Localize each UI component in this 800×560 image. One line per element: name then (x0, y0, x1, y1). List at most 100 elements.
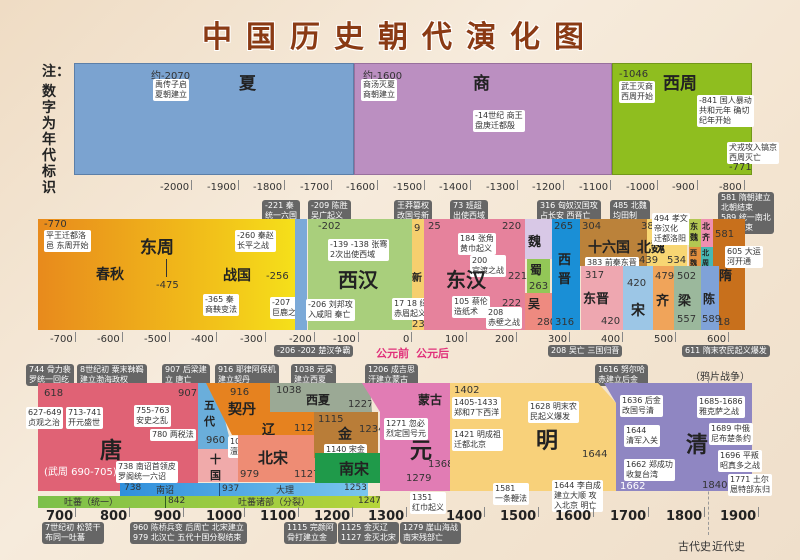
dynasty-song[interactable]: 420 宋 (623, 266, 653, 330)
axis-tick: -1500 (393, 180, 426, 193)
event-label: 1581 一条鞭法 (493, 483, 529, 505)
dynasty-wu[interactable]: 吴 280 (525, 293, 557, 330)
region-name: 大理 (276, 486, 295, 496)
event-label: 1405-1433 郑和7下西洋 (452, 397, 502, 419)
year-label: 约-2070 (151, 71, 191, 82)
dynasty-name: 十六国 (588, 240, 630, 256)
event-label: 1689 中俄 尼布楚条约 (709, 423, 753, 445)
dynasty-xixia[interactable]: 1038 西夏 1227 (270, 383, 372, 412)
dynasty-shu[interactable]: 蜀 263 (527, 259, 550, 293)
year-label: 317 (585, 270, 605, 281)
event-label: -14世纪 商王 盘庚迁都殷 (473, 110, 525, 132)
year-label: 502 (677, 271, 697, 282)
event-label: 494 孝文 帝汉化 迁都洛阳 (652, 213, 690, 245)
year-label: 534 (667, 255, 687, 266)
axis-tick: 1300 (368, 507, 408, 524)
dynasty-name: 吴 (528, 297, 541, 311)
dynasty-beizhou[interactable]: 北周 (701, 247, 713, 267)
dynasty-name: 契丹 (228, 402, 256, 418)
event-label: 1636 后金 改国号清 (620, 395, 663, 417)
dynasty-name: 北齐 (702, 221, 710, 242)
year-label: 1247 (358, 496, 381, 506)
dynasty-dongzhou[interactable]: -770 平王迁都洛 邑 东周开始 东周 春秋 战国 -475 -260 秦赵 … (38, 219, 306, 330)
event-tag: 8世纪初 粟末靺鞨 建立渤海政权 (77, 364, 147, 386)
dynasty-beisong[interactable]: 北宋 979 1127 (238, 435, 319, 482)
year-label: 304 (582, 221, 602, 232)
year-label: 1115 (318, 414, 344, 425)
dynasty-name: 五代 (204, 399, 215, 428)
axis-tick: 1000 (206, 507, 246, 524)
dynasty-dongjin[interactable]: 317 东晋 420 (581, 266, 623, 330)
dynasty-ming[interactable]: 1402 1405-1433 郑和7下西洋 1421 明成祖 迁都北京 1628… (450, 383, 616, 491)
event-label: 1644 清军入关 (624, 425, 660, 447)
year-label: -771 (729, 162, 752, 173)
year-label: 557 (677, 314, 697, 325)
dynasty-qi[interactable]: 479 齐 (653, 266, 674, 330)
axis-tick: 1400 (446, 507, 486, 524)
event-label: (武周 690-705) (44, 467, 117, 478)
year-label: 738 (124, 483, 142, 493)
axis-tick: 800 (100, 507, 131, 524)
axis-tick: 300 (548, 332, 571, 345)
event-tag: 916 耶律阿保机 建立契丹 (215, 364, 279, 386)
year-label: 960 (206, 435, 226, 446)
axis-tick: -800 (719, 180, 745, 193)
event-label: -139 -138 张骞 2次出使西域 (328, 239, 390, 261)
axis-tick: -500 (144, 332, 170, 345)
note-text: 数字为年代标识 (42, 84, 56, 196)
dynasty-liang[interactable]: 502 梁 557 (674, 266, 701, 330)
axis-tick: -600 (97, 332, 123, 345)
axis-tick: -300 (240, 332, 266, 345)
dynasty-name: 西魏 (690, 248, 697, 267)
axis-tick: -1700 (300, 180, 333, 193)
axis-tick: -700 (50, 332, 76, 345)
event-tag: -206 -202 楚汉争霸 (274, 345, 354, 357)
axis-tick: -400 (191, 332, 217, 345)
period-name: 战国 (223, 268, 251, 284)
axis-tick: -200 (289, 332, 315, 345)
event-label: 105 蔡伦 造纸术 (452, 296, 490, 318)
axis-tick: -1800 (253, 180, 286, 193)
dynasty-shang[interactable]: 商 约-1600 商汤灭夏 商朝建立 -14世纪 商王 盘庚迁都殷 (354, 63, 612, 175)
dynasty-name: 陈 (703, 292, 716, 306)
year-label: -770 (44, 219, 67, 230)
dynasty-dongwei[interactable]: 东魏 (689, 219, 701, 247)
dynasty-xia[interactable]: 夏 约-2070 禹传子启 夏朝建立 (74, 63, 354, 175)
event-tag: 611 隋末农民起义爆发 (682, 345, 770, 357)
year-label: 916 (230, 387, 250, 398)
nanzhao-dali[interactable]: 738 南诏 937 大理 1253 (120, 483, 368, 496)
axis-tick: -1200 (532, 180, 565, 193)
ad-label: 公元后 (416, 347, 449, 360)
event-label: -206 刘邦攻 入咸阳 秦亡 (306, 299, 355, 321)
year-label: 1253 (344, 483, 367, 493)
event-label: 1628 明末农 民起义爆发 (528, 401, 579, 423)
dynasty-beiqi[interactable]: 北齐 (701, 219, 713, 247)
dynasty-donghan[interactable]: 25 220 184 张角 黄巾起义 200 官渡之战 东汉 221 105 蔡… (424, 219, 527, 330)
dynasty-xiwei[interactable]: 西魏 (689, 247, 701, 267)
dynasty-name: 宋 (631, 303, 645, 319)
dynasty-name: 金 (338, 427, 352, 443)
dynasty-xizhou[interactable]: 西周 -1046 武王灭商 西周开始 -841 国人暴动 共和元年 确切 纪年开… (612, 63, 779, 175)
event-tag: -221 秦 统一六国 (262, 200, 300, 222)
year-label: 265 (554, 221, 574, 232)
event-label: 738 南诏首领皮 罗阁统一六诏 (116, 461, 178, 483)
axis-tick: 700 (46, 507, 77, 524)
event-tag: 王莽篡权 改国号新 (394, 200, 432, 222)
tubo[interactable]: 吐蕃（统一） 842 吐蕃诸部（分裂） 1247 (38, 496, 381, 508)
dynasty-name: 清 (686, 432, 709, 458)
event-tag: 485 北魏 均田制 (610, 200, 650, 222)
dynasty-wei[interactable]: 魏 (525, 219, 552, 259)
dynasty-xijin[interactable]: 265 西晋 316 (552, 219, 580, 330)
dynasty-name: 东汉 (446, 268, 486, 292)
axis-tick: 1200 (314, 507, 354, 524)
dynasty-tang[interactable]: 618 907 627-649 贞观之治 713-741 开元盛世 755-76… (26, 383, 198, 491)
dynasty-chen[interactable]: 陈 589 (701, 266, 721, 330)
region-name: 吐蕃诸部（分裂） (238, 498, 311, 508)
axis-tick: -1600 (346, 180, 379, 193)
axis-tick: 200 (495, 332, 518, 345)
dynasty-name: 辽 (262, 423, 276, 438)
axis-tick: -100 (333, 332, 359, 345)
dynasty-qin[interactable] (295, 219, 307, 330)
axis-tick: 0 (403, 332, 413, 345)
dynasty-name: 东魏 (690, 221, 698, 242)
